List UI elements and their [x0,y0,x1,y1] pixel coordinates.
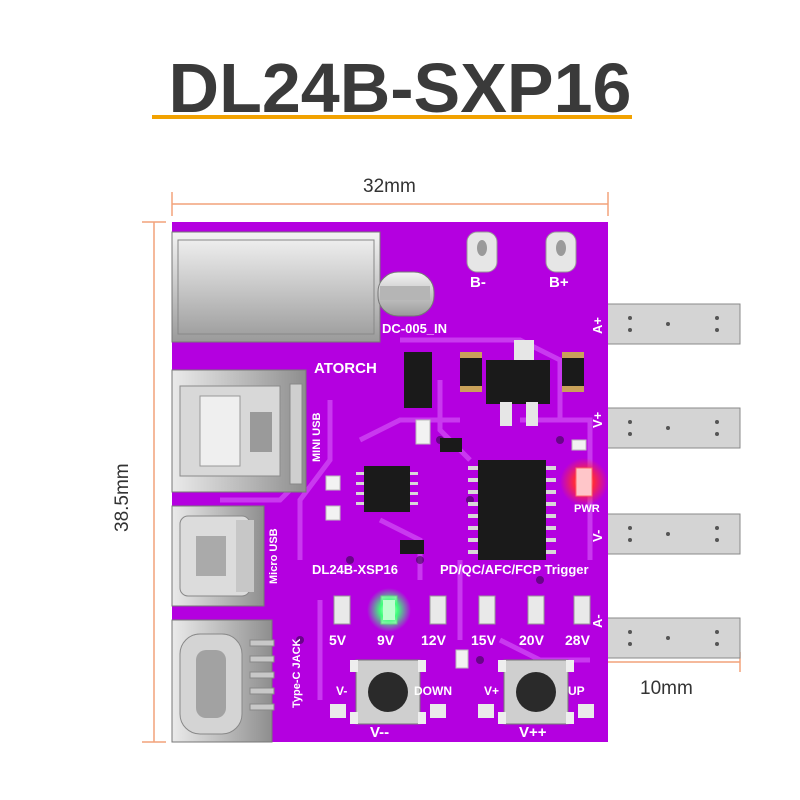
capacitor-1 [460,352,482,392]
silk-pin-a-minus: A- [590,614,605,628]
silk-b-plus: B+ [549,274,569,291]
type-c-port [171,619,275,743]
silk-pin-a-plus: A+ [590,317,605,334]
silk-pin-v-plus: V+ [590,411,605,428]
trigger-chip [478,460,546,560]
product-title: DL24B-SXP16 [168,49,632,127]
mini-usb-port [171,369,307,493]
buttons [350,659,574,725]
silk-12v: 12V [421,632,447,648]
dc-jack [171,231,435,343]
silk-trigger: PD/QC/AFC/FCP Trigger [440,562,589,577]
silk-20v: 20V [519,632,545,648]
silk-type-c: Type-C JACK [291,638,303,708]
mcu-chip [364,466,410,512]
micro-usb-port [171,505,265,607]
silk-pwr: PWR [574,503,600,515]
ic-chips [364,352,584,560]
diode-1 [404,352,432,408]
silk-b-minus: B- [470,274,486,291]
silk-v-minus-big: V-- [370,724,389,741]
header-pins [603,303,741,659]
silk-atorch: ATORCH [314,360,377,377]
silk-v-plus-big: V++ [519,724,547,741]
silk-15v: 15V [471,632,497,648]
silk-v-plus-small: V+ [484,684,499,698]
width-dimension-label: 32mm [363,176,416,197]
pwr-led [560,458,608,506]
pin-length-dimension-label: 10mm [640,678,693,699]
title-underline [152,115,632,119]
silk-model: DL24B-XSP16 [312,562,398,577]
silk-9v: 9V [377,632,395,648]
silk-28v: 28V [565,632,591,648]
silk-v-minus-small: V- [336,684,347,698]
silk-5v: 5V [329,632,347,648]
voltage-leds [333,588,591,632]
silk-up: UP [568,684,585,698]
battery-pads [466,231,577,273]
silk-pin-v-minus: V- [590,530,605,542]
silk-down: DOWN [414,684,452,698]
silk-mini-usb: MINI USB [311,412,323,462]
regulator [486,360,550,404]
silk-dc-in: DC-005_IN [382,321,447,336]
silk-micro-usb: Micro USB [268,528,280,584]
capacitor-2 [562,352,584,392]
